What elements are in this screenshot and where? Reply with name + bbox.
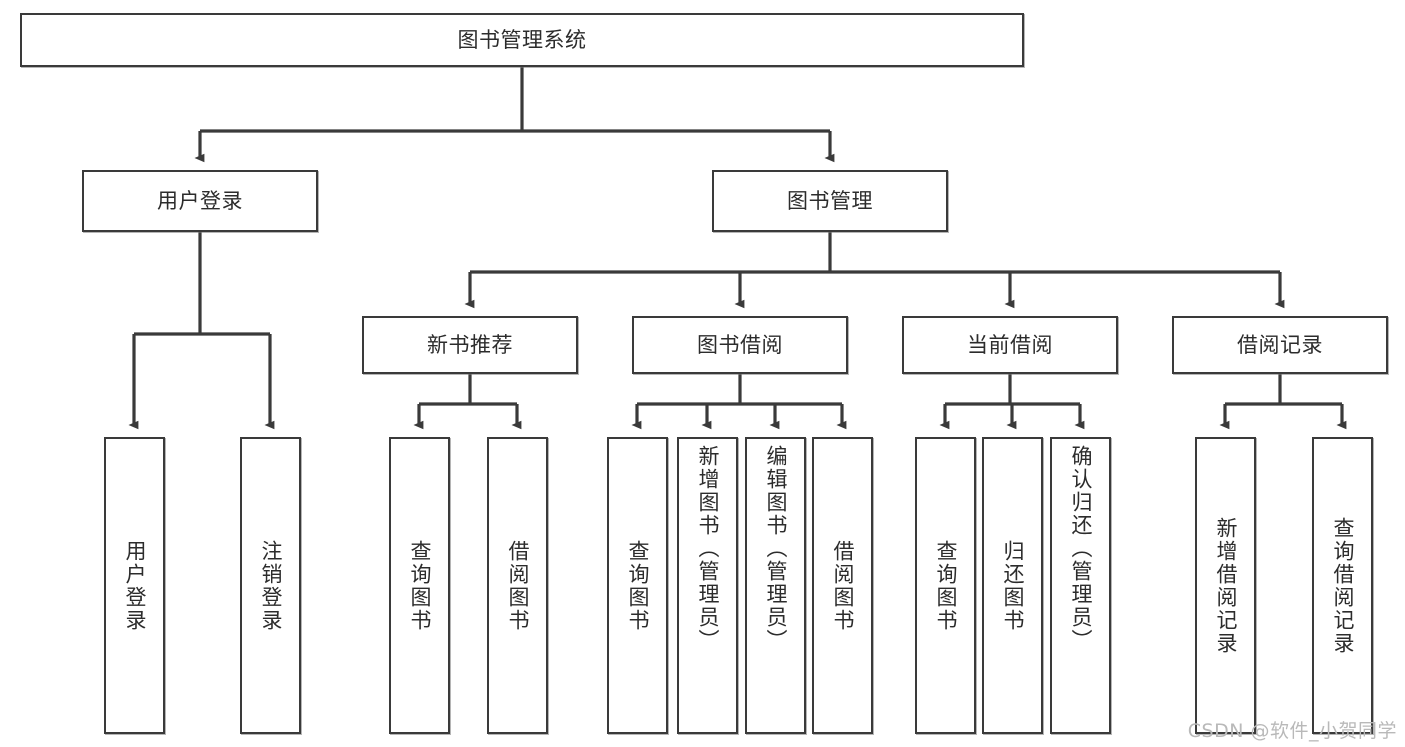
node-label: 图书管理 bbox=[787, 188, 873, 213]
node-leaf-current-return-book[interactable]: 归还图书 bbox=[982, 437, 1043, 734]
node-leaf-logout[interactable]: 注销登录 bbox=[240, 437, 301, 734]
node-label: 编辑图书（管理员） bbox=[763, 445, 788, 652]
node-leaf-borrow-add-book-admin[interactable]: 新增图书（管理员） bbox=[677, 437, 738, 734]
csdn-watermark: CSDN @软件_小贺同学 bbox=[1187, 720, 1397, 742]
node-label: 借阅图书 bbox=[505, 539, 530, 632]
node-label: 确认归还（管理员） bbox=[1068, 445, 1093, 652]
node-borrowing-records[interactable]: 借阅记录 bbox=[1172, 316, 1388, 374]
node-label: 查询图书 bbox=[625, 539, 650, 632]
node-root-book-management-system[interactable]: 图书管理系统 bbox=[20, 13, 1024, 67]
node-user-login[interactable]: 用户登录 bbox=[82, 170, 318, 232]
node-leaf-borrow-borrow-book[interactable]: 借阅图书 bbox=[812, 437, 873, 734]
node-label: 图书管理系统 bbox=[457, 27, 587, 52]
node-leaf-records-add-record[interactable]: 新增借阅记录 bbox=[1195, 437, 1256, 734]
node-label: 新书推荐 bbox=[427, 332, 513, 357]
node-book-borrowing[interactable]: 图书借阅 bbox=[632, 316, 848, 374]
node-leaf-user-login[interactable]: 用户登录 bbox=[104, 437, 165, 734]
node-label: 用户登录 bbox=[157, 188, 243, 213]
node-leaf-borrow-edit-book-admin[interactable]: 编辑图书（管理员） bbox=[745, 437, 806, 734]
node-book-management[interactable]: 图书管理 bbox=[712, 170, 948, 232]
node-label: 借阅记录 bbox=[1237, 332, 1323, 357]
node-new-book-recommendation[interactable]: 新书推荐 bbox=[362, 316, 578, 374]
node-leaf-records-query-record[interactable]: 查询借阅记录 bbox=[1312, 437, 1373, 734]
node-current-borrowing[interactable]: 当前借阅 bbox=[902, 316, 1118, 374]
node-leaf-current-query-book[interactable]: 查询图书 bbox=[915, 437, 976, 734]
node-leaf-borrow-query-book[interactable]: 查询图书 bbox=[607, 437, 668, 734]
node-leaf-current-confirm-return-admin[interactable]: 确认归还（管理员） bbox=[1050, 437, 1111, 734]
node-label: 查询图书 bbox=[407, 539, 432, 632]
node-label: 用户登录 bbox=[122, 539, 147, 632]
node-label: 新增图书（管理员） bbox=[695, 445, 720, 652]
node-label: 借阅图书 bbox=[830, 539, 855, 632]
node-label: 图书借阅 bbox=[697, 332, 783, 357]
node-label: 注销登录 bbox=[258, 539, 283, 632]
node-label: 归还图书 bbox=[1000, 539, 1025, 632]
node-label: 查询借阅记录 bbox=[1330, 516, 1355, 655]
node-leaf-newbooks-borrow-book[interactable]: 借阅图书 bbox=[487, 437, 548, 734]
node-label: 新增借阅记录 bbox=[1213, 516, 1238, 655]
node-leaf-newbooks-query-book[interactable]: 查询图书 bbox=[389, 437, 450, 734]
node-label: 查询图书 bbox=[933, 539, 958, 632]
node-label: 当前借阅 bbox=[967, 332, 1053, 357]
